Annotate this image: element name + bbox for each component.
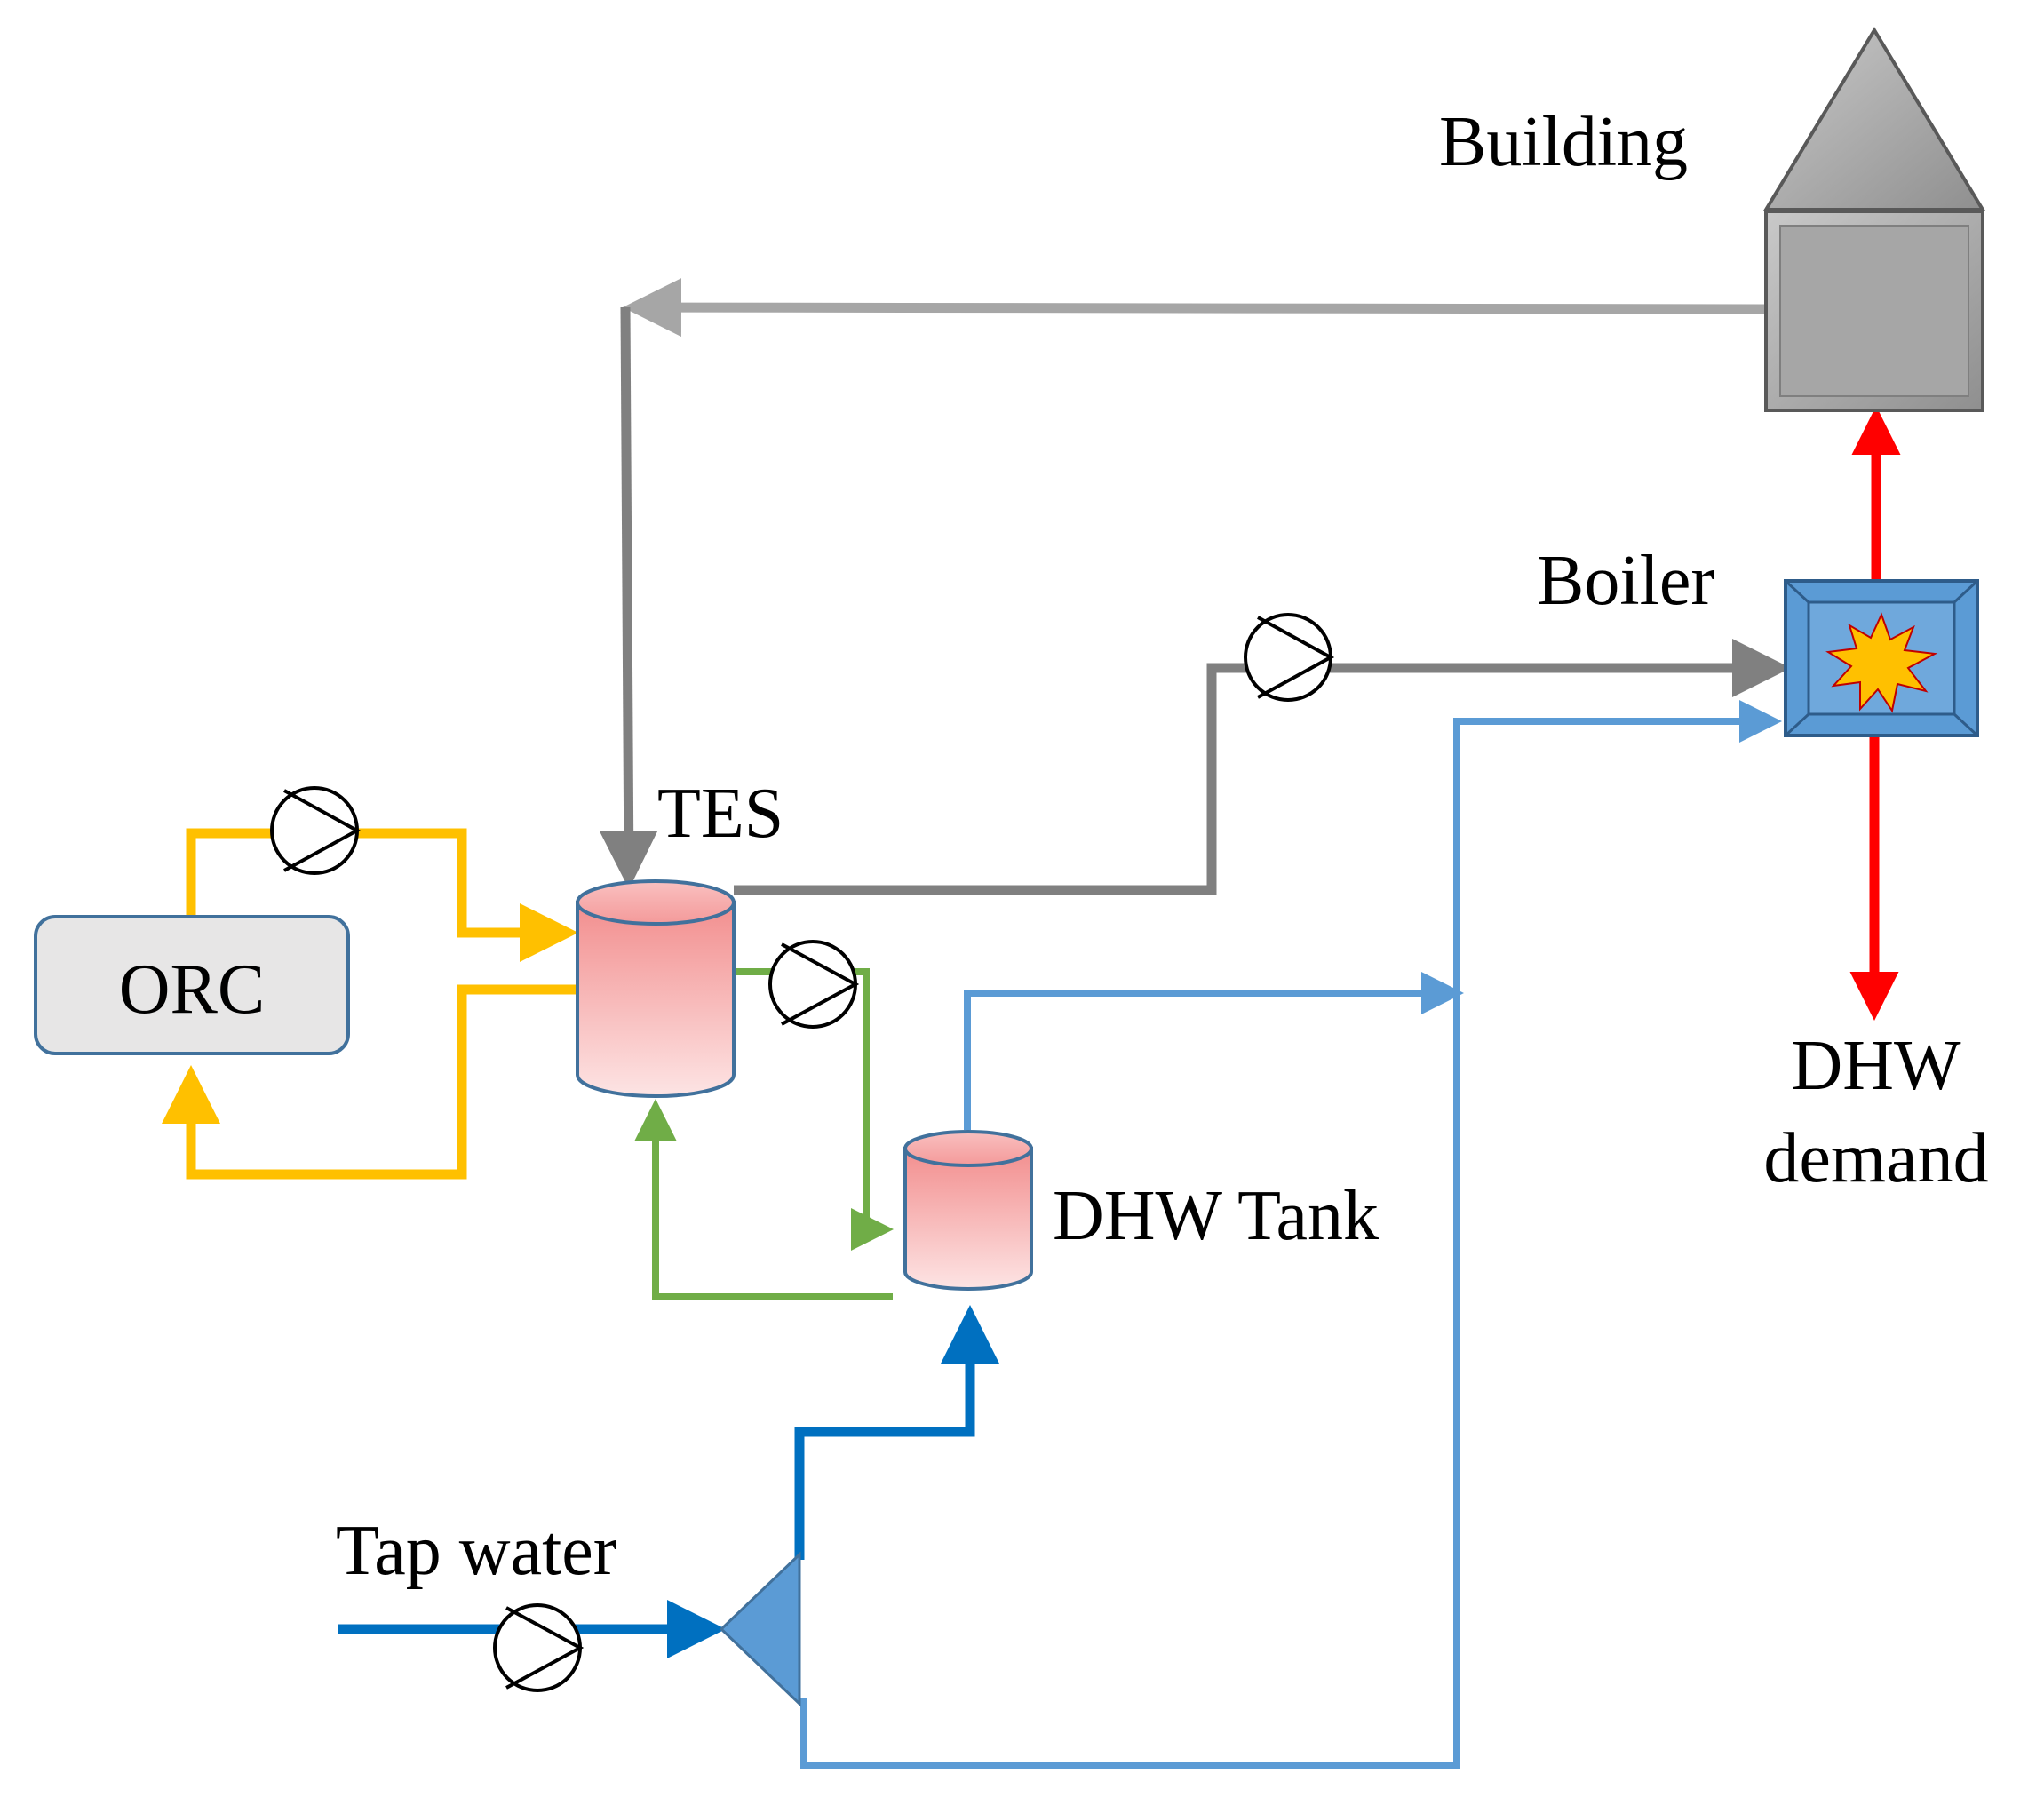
tap-water-label: Tap water <box>336 1512 616 1590</box>
pump-tap-water <box>493 1603 585 1692</box>
dhw-demand-label-line2: demand <box>1763 1119 1988 1197</box>
building-label: Building <box>1439 103 1688 181</box>
bypass-line <box>800 700 1782 1769</box>
boiler-label: Boiler <box>1537 542 1714 620</box>
orc-label: ORC <box>119 950 266 1029</box>
tes-label: TES <box>657 775 783 853</box>
dhw-demand-label-line1: DHW <box>1791 1027 1961 1105</box>
pump-orc <box>270 786 362 875</box>
pump-boiler <box>1244 613 1335 702</box>
tes-to-boiler-line <box>734 639 1791 895</box>
boiler-unit <box>1784 579 1979 737</box>
dhw-tank <box>903 1130 1033 1291</box>
flame-icon <box>1825 612 1938 713</box>
mixing-valve-icon <box>719 1551 801 1707</box>
building-icon <box>1762 27 1986 412</box>
dhw-tank-label: DHW Tank <box>1053 1177 1379 1255</box>
tap-water-to-dhw-tank-line <box>794 1305 999 1560</box>
orc-return-line <box>162 984 577 1180</box>
tes-tank <box>576 879 736 1098</box>
dhw-tank-outlet-line <box>964 972 1464 1130</box>
return-drop-to-tes <box>599 306 658 889</box>
dhw-tank-to-tes-line <box>634 1099 893 1300</box>
building-return-line <box>623 278 1767 338</box>
orc-supply-line <box>186 828 578 962</box>
orc-unit: ORC <box>34 915 350 1055</box>
pump-dhw <box>768 940 860 1029</box>
